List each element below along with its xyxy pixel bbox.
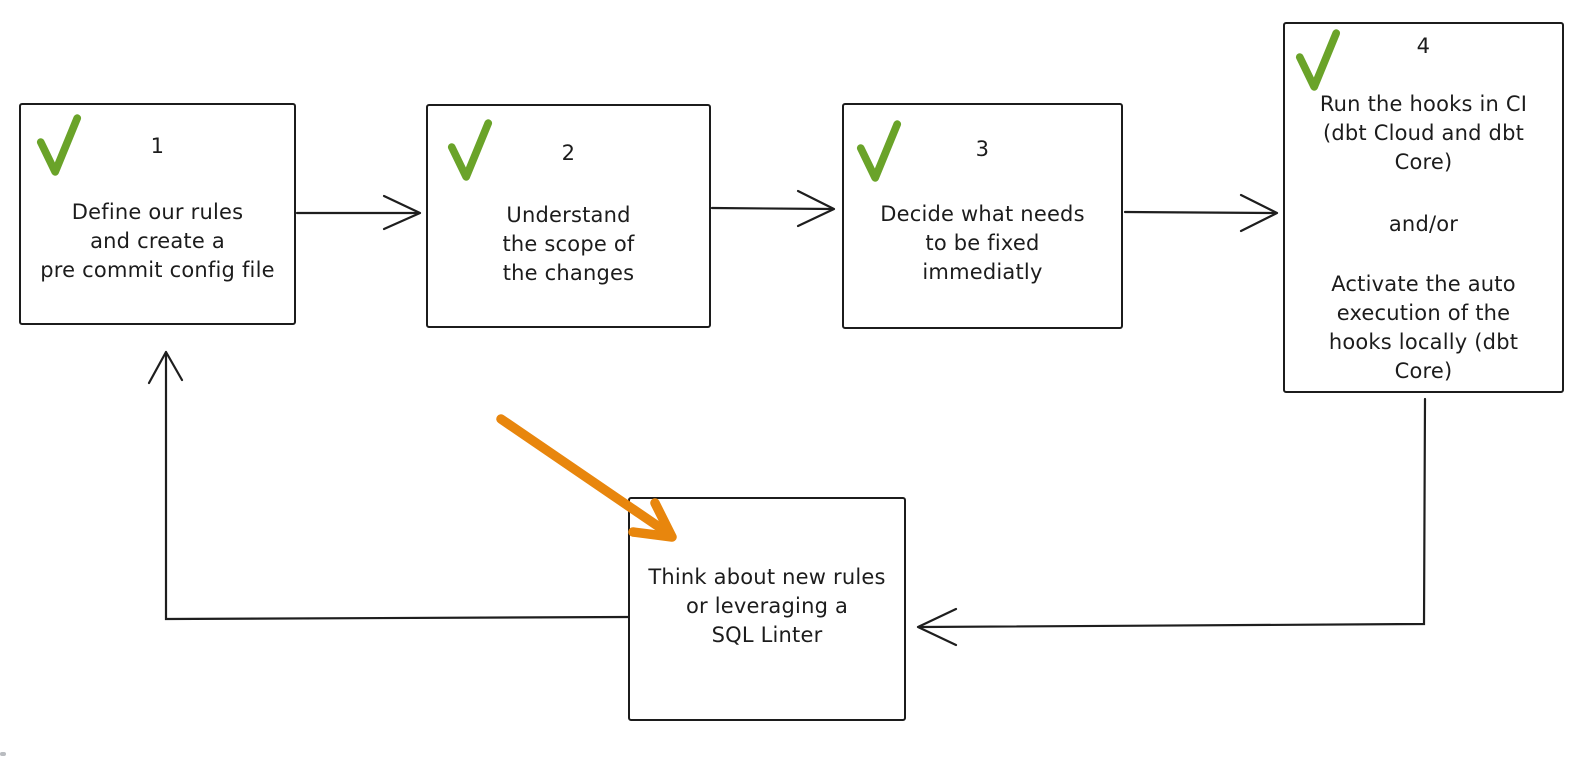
step-3-box: 3 Decide what needs to be fixed immediat… [842, 103, 1123, 329]
arrow-step3-to-step4 [1123, 193, 1279, 233]
step-2-box: 2 Understand the scope of the changes [426, 104, 711, 328]
step-text-bottom: Activate the auto execution of the hooks… [1328, 272, 1519, 383]
corner-speck [0, 752, 6, 756]
feedback-box: Think about new rules or leveraging a SQ… [628, 497, 906, 721]
arrow-feedback-to-step1 [147, 350, 630, 621]
check-icon [856, 120, 902, 182]
step-number: 4 [1416, 34, 1431, 58]
step-text: Decide what needs to be fixed immediatly [880, 202, 1085, 284]
step-connector-word: and/or [1388, 212, 1459, 236]
step-text-top: Run the hooks in CI (dbt Cloud and dbt C… [1319, 92, 1528, 174]
step-number: 1 [150, 134, 165, 158]
check-icon [1295, 29, 1341, 91]
step-number: 3 [975, 137, 990, 161]
arrow-step4-to-feedback [916, 397, 1427, 647]
arrow-step2-to-step3 [710, 189, 836, 228]
check-icon [36, 114, 82, 176]
check-icon [447, 119, 493, 181]
step-text: Think about new rules or leveraging a SQ… [648, 565, 886, 647]
step-1-box: 1 Define our rules and create a pre comm… [19, 103, 296, 325]
step-number: 2 [561, 141, 576, 165]
arrow-step1-to-step2 [295, 194, 422, 231]
step-4-box: 4 Run the hooks in CI (dbt Cloud and dbt… [1283, 22, 1564, 393]
step-text: Understand the scope of the changes [502, 203, 635, 285]
step-text: Define our rules and create a pre commit… [40, 200, 275, 282]
